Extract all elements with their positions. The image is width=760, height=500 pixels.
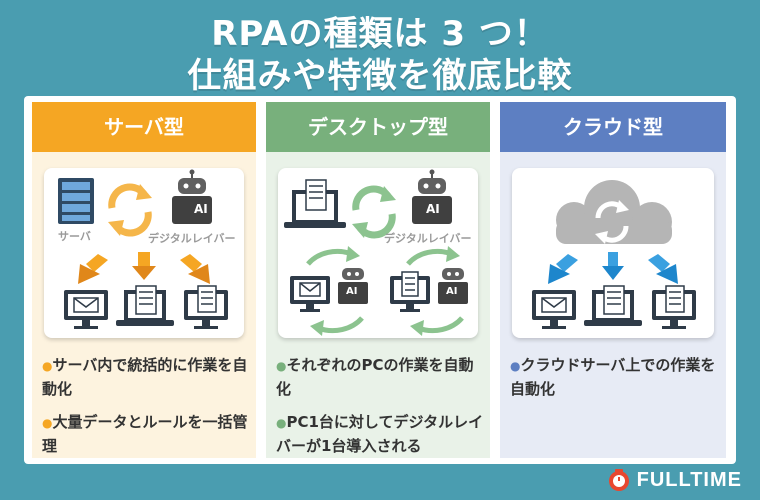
bullet-dot-icon: ● — [276, 359, 287, 373]
column-header-desktop: デスクトップ型 — [266, 102, 490, 152]
bullet-item: ●クラウドサーバ上での作業を自動化 — [510, 356, 716, 398]
document-monitor-icon — [184, 285, 228, 329]
robot-label: デジタルレイバー — [148, 232, 236, 245]
robot-icon — [338, 268, 368, 304]
robot-icon — [412, 169, 452, 224]
robot-icon — [172, 169, 212, 224]
document-monitor-icon — [652, 285, 696, 329]
bullet-item: ●サーバ内で統括的に作業を自動化 — [42, 356, 248, 398]
mail-monitor-icon — [64, 290, 108, 329]
robot-badge: AI — [426, 202, 440, 216]
arrow-down-icon — [548, 252, 678, 284]
bullet-item: ●それぞれのPCの作業を自動化 — [276, 356, 474, 398]
robot-badge: AI — [194, 202, 208, 216]
bullet-item: ●PC1台に対してデジタルレイバーが1台導入される — [276, 413, 484, 455]
bullet-dot-icon: ● — [42, 359, 53, 373]
bullet-list-cloud: ●クラウドサーバ上での作業を自動化 — [510, 354, 722, 411]
laptop-document-icon — [284, 179, 346, 228]
bullet-dot-icon: ● — [276, 416, 287, 430]
page-title-line2: 仕組みや特徴を徹底比較 — [187, 56, 573, 96]
illustration-server: AI サーバ デジタルレイバー — [44, 168, 244, 338]
brand-logo[interactable]: FULLTIME — [607, 468, 742, 492]
comparison-panel: サーバ型 — [24, 96, 736, 464]
refresh-icon — [108, 183, 152, 237]
logo-text: FULLTIME — [636, 468, 742, 491]
illustration-cloud — [512, 168, 714, 338]
refresh-icon — [306, 246, 364, 336]
robot-icon — [438, 268, 468, 304]
document-monitor-icon — [390, 271, 430, 312]
column-cloud: クラウド型 — [500, 102, 726, 458]
column-desktop: デスクトップ型 — [266, 102, 490, 458]
bullet-list-server: ●サーバ内で統括的に作業を自動化 ●大量データとルールを一括管理 — [42, 354, 254, 468]
bullet-dot-icon: ● — [510, 359, 521, 373]
logo-icon — [608, 469, 629, 491]
bullet-list-desktop: ●それぞれのPCの作業を自動化 ●PC1台に対してデジタルレイバーが1台導入され… — [276, 354, 488, 468]
bullet-item: ●大量データとルールを一括管理 — [42, 413, 248, 455]
mail-monitor-icon — [290, 276, 330, 312]
robot-badge: AI — [346, 286, 358, 297]
column-header-cloud: クラウド型 — [500, 102, 726, 152]
mail-monitor-icon — [532, 290, 576, 329]
robot-badge: AI — [446, 286, 458, 297]
column-server: サーバ型 — [32, 102, 256, 458]
cloud-icon — [556, 180, 672, 244]
refresh-icon — [595, 200, 629, 244]
robot-label: デジタルレイバー — [384, 232, 472, 245]
refresh-icon — [352, 185, 396, 239]
arrow-down-icon — [78, 252, 210, 284]
laptop-document-icon — [584, 285, 642, 326]
laptop-document-icon — [116, 285, 174, 326]
illustration-desktop: AI AI AI デジタルレイバー — [278, 168, 478, 338]
server-label: サーバ — [58, 230, 91, 243]
bullet-dot-icon: ● — [42, 416, 53, 430]
refresh-icon — [406, 246, 464, 336]
page-title-line1: RPAの種類は 3 つ！ — [211, 14, 549, 54]
server-icon — [58, 178, 94, 224]
column-header-server: サーバ型 — [32, 102, 256, 152]
